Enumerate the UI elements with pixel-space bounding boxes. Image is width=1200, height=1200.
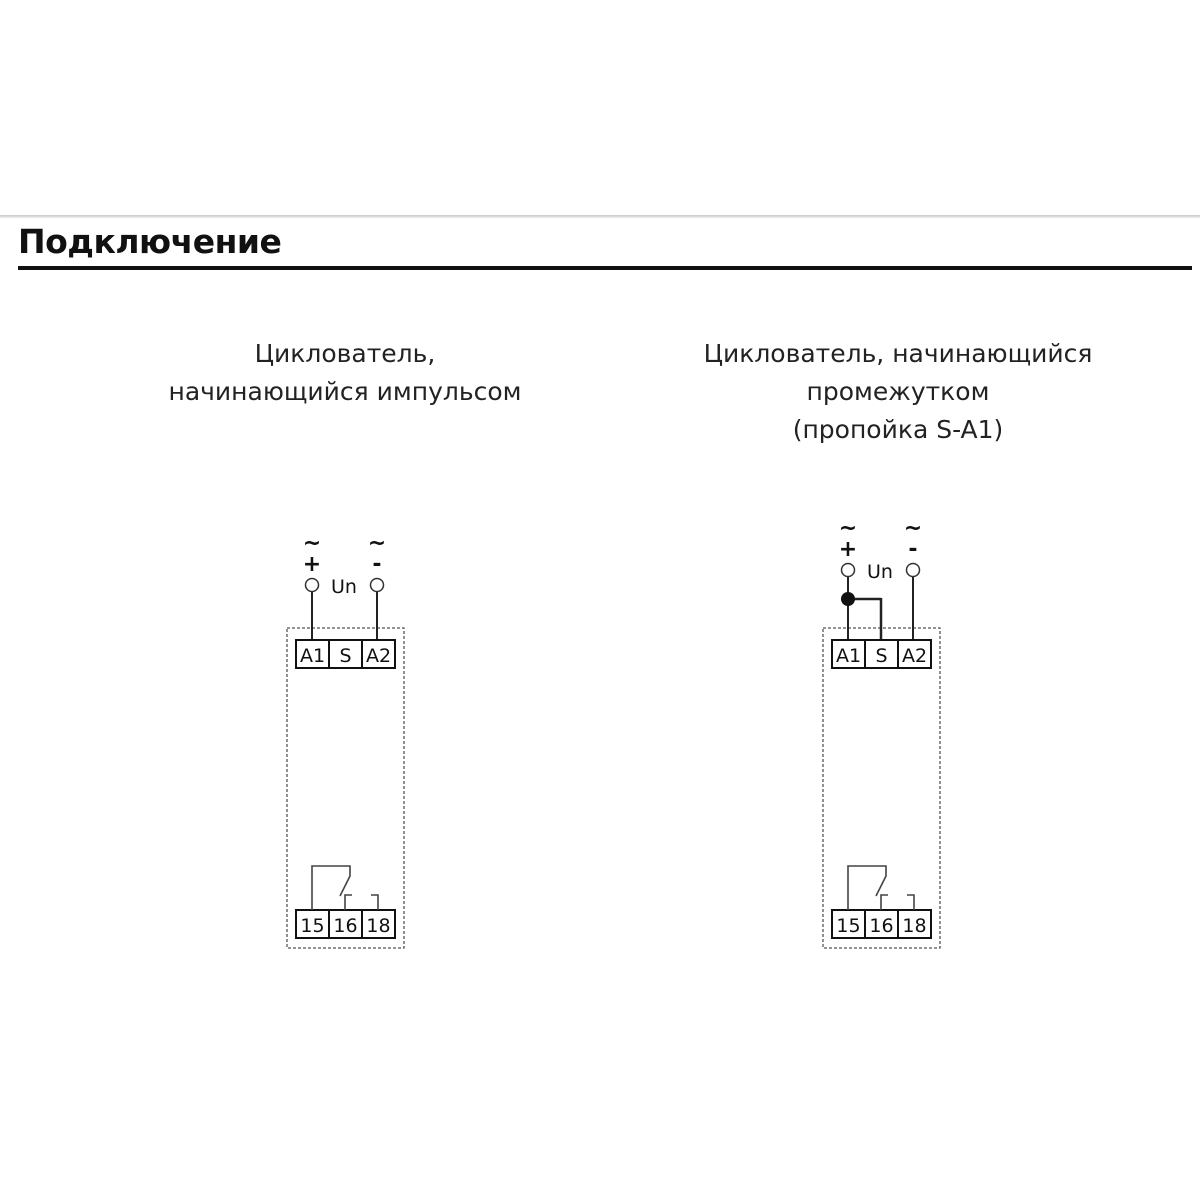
terminal-label: A1 bbox=[836, 645, 861, 667]
ac-symbol: ~ bbox=[904, 516, 922, 541]
relay-nc-contact bbox=[344, 894, 352, 910]
heading-rule bbox=[18, 266, 1192, 270]
supply-terminal-minus bbox=[905, 562, 921, 578]
caption-left: Циклователь, начинающийся импульсом bbox=[95, 335, 595, 411]
relay-common-contact bbox=[847, 865, 887, 910]
plus-symbol: + bbox=[303, 552, 321, 577]
terminal-label: A1 bbox=[300, 645, 325, 667]
supply-voltage-label: Un bbox=[331, 576, 357, 598]
supply-terminal-minus bbox=[369, 577, 385, 593]
supply-voltage-label: Un bbox=[867, 561, 893, 583]
relay-no-contact bbox=[371, 894, 379, 910]
supply-terminal-plus bbox=[840, 562, 856, 578]
plus-symbol: + bbox=[839, 537, 857, 562]
terminal-S bbox=[864, 639, 899, 669]
terminal-16 bbox=[864, 909, 899, 939]
caption-line: Циклователь, начинающийся bbox=[703, 339, 1093, 368]
relay-no-contact bbox=[907, 894, 915, 910]
terminal-label: S bbox=[339, 645, 351, 667]
ac-symbol: ~ bbox=[303, 531, 321, 556]
terminal-label: A2 bbox=[366, 645, 391, 667]
junction-dot bbox=[841, 592, 855, 606]
terminal-18 bbox=[897, 909, 932, 939]
terminal-label: 16 bbox=[333, 915, 357, 937]
minus-symbol: - bbox=[908, 537, 917, 562]
caption-line: (пропойка S-A1) bbox=[792, 415, 1004, 444]
caption-right: Циклователь, начинающийся промежутком (п… bbox=[648, 335, 1148, 449]
relay-nc-contact bbox=[880, 894, 888, 910]
terminal-A2 bbox=[897, 639, 932, 669]
terminal-18 bbox=[361, 909, 396, 939]
relay-housing bbox=[286, 627, 405, 949]
ac-symbol: ~ bbox=[839, 516, 857, 541]
section-heading: Подключение bbox=[18, 222, 282, 261]
ac-symbol: ~ bbox=[368, 531, 386, 556]
relay-common-contact bbox=[311, 865, 351, 910]
terminal-label: S bbox=[875, 645, 887, 667]
relay-housing bbox=[822, 627, 941, 949]
terminal-label: 15 bbox=[300, 915, 324, 937]
terminal-label: 18 bbox=[902, 915, 926, 937]
top-divider bbox=[0, 215, 1200, 218]
caption-line: Циклователь, bbox=[254, 339, 436, 368]
terminal-label: A2 bbox=[902, 645, 927, 667]
caption-line: начинающийся импульсом bbox=[168, 377, 522, 406]
terminal-A2 bbox=[361, 639, 396, 669]
minus-symbol: - bbox=[372, 552, 381, 577]
caption-line: промежутком bbox=[806, 377, 990, 406]
terminal-label: 15 bbox=[836, 915, 860, 937]
terminal-label: 18 bbox=[366, 915, 390, 937]
terminal-A1 bbox=[295, 639, 330, 669]
terminal-label: 16 bbox=[869, 915, 893, 937]
terminal-15 bbox=[831, 909, 866, 939]
supply-terminal-plus bbox=[304, 577, 320, 593]
